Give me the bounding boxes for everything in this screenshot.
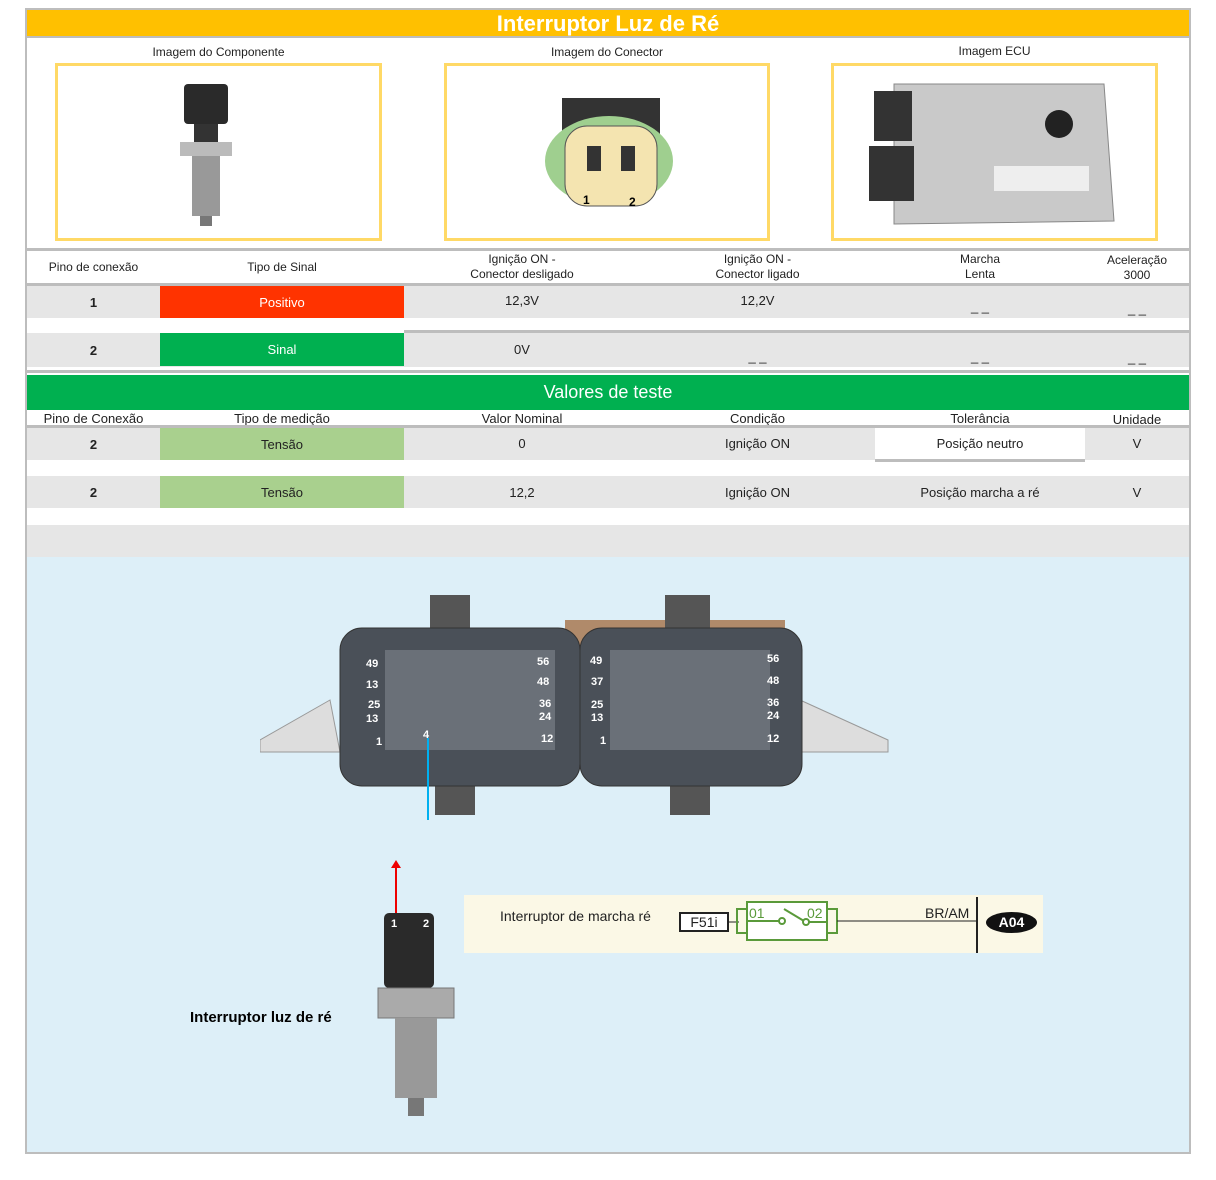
ign-off-value: 12,3V bbox=[505, 292, 539, 308]
nominal-value: 0 bbox=[518, 435, 526, 451]
ecu-pin-label: 12 bbox=[541, 733, 554, 745]
schematic-label: Interruptor de marcha ré bbox=[500, 908, 651, 924]
component-image bbox=[55, 63, 382, 241]
tolerance: Posição neutro bbox=[936, 435, 1024, 451]
condition: Ignição ON bbox=[724, 484, 791, 500]
switch-pin-1: 1 bbox=[391, 918, 398, 930]
connector-pin-2: 2 bbox=[629, 195, 636, 209]
ecu-pin-label: 1 bbox=[376, 736, 383, 748]
ecu-pin-label: 13 bbox=[591, 712, 604, 724]
ecu-pin-label: 1 bbox=[600, 735, 607, 747]
th-accel: Aceleração 3000 bbox=[1106, 253, 1168, 282]
ecu-pin-label: 48 bbox=[537, 676, 550, 688]
ecu-pin-label: 36 bbox=[539, 698, 552, 710]
condition: Ignição ON bbox=[724, 435, 791, 451]
ecu-pin-label: 56 bbox=[537, 656, 550, 668]
pin-cell: 2 bbox=[89, 436, 98, 452]
spacer-row bbox=[27, 525, 1189, 557]
switch-symbol bbox=[729, 897, 978, 953]
connector-photo: 1 2 bbox=[545, 98, 673, 209]
ecu-pin-label: 56 bbox=[767, 653, 780, 665]
component-label: Interruptor luz de ré bbox=[190, 1009, 332, 1026]
connector-pin-1: 1 bbox=[583, 193, 590, 207]
th-condition: Condição bbox=[730, 411, 785, 426]
ecu-pin-label: 37 bbox=[591, 676, 604, 688]
th-unit: Unidade bbox=[1112, 412, 1162, 427]
th-idle: Marcha Lenta bbox=[959, 252, 1000, 281]
ecu-pin-label: 36 bbox=[767, 697, 780, 709]
th-tolerance: Tolerância bbox=[950, 411, 1010, 426]
th-ign-on: Ignição ON - Conector ligado bbox=[715, 252, 800, 281]
accel-value: _ _ bbox=[1127, 300, 1147, 316]
ecu-image-label: Imagem ECU bbox=[958, 44, 1031, 58]
test-values-header: Valores de teste bbox=[27, 375, 1189, 410]
th-nominal: Valor Nominal bbox=[481, 411, 563, 426]
switch-pin-02: 02 bbox=[807, 905, 823, 921]
connector-image-label: Imagem do Conector bbox=[550, 45, 664, 59]
nominal-value: 12,2 bbox=[509, 484, 535, 500]
ecu-pin-label: 49 bbox=[590, 655, 603, 667]
ecu-pin-label: 49 bbox=[366, 658, 379, 670]
signal-type-positive: Positivo bbox=[160, 286, 404, 318]
ecu-pin-label: 13 bbox=[366, 713, 379, 725]
ecu-pin-label: 25 bbox=[591, 699, 604, 711]
connector-image: 1 2 bbox=[444, 63, 770, 241]
th-ign-off: Ignição ON - Conector desligado bbox=[470, 252, 574, 281]
ecu-pin-label: 12 bbox=[767, 733, 780, 745]
ecu-pin-label: 48 bbox=[767, 675, 780, 687]
ecu-pin-label: 25 bbox=[368, 699, 381, 711]
ecu-pin-label: 24 bbox=[767, 710, 780, 722]
switch-pin-2: 2 bbox=[423, 918, 430, 930]
ecu-connector-drawing bbox=[260, 595, 889, 820]
ign-on-value: 12,2V bbox=[740, 292, 775, 308]
measure-type: Tensão bbox=[160, 428, 404, 460]
idle-value: _ _ bbox=[970, 348, 990, 364]
accel-value: _ _ bbox=[1127, 349, 1147, 365]
ign-off-value: 0V bbox=[514, 341, 530, 357]
reverse-switch-drawing bbox=[377, 860, 455, 1116]
ecu-pin-label: 13 bbox=[366, 679, 379, 691]
page-frame bbox=[25, 8, 1191, 1154]
unit: V bbox=[1132, 435, 1142, 451]
tolerance: Posição marcha a ré bbox=[920, 484, 1040, 500]
ign-on-value: _ _ bbox=[748, 348, 767, 364]
switch-pin-01: 01 bbox=[749, 905, 765, 921]
pin-cell: 1 bbox=[89, 294, 98, 310]
schematic-ref: F51i bbox=[679, 912, 729, 932]
wire-color: BR/AM bbox=[925, 905, 970, 921]
signal-type-signal: Sinal bbox=[160, 333, 404, 366]
ecu-pin-4-marker: 4 bbox=[423, 729, 430, 741]
pin-cell: 2 bbox=[89, 342, 98, 358]
unit: V bbox=[1132, 484, 1142, 500]
component-image-label: Imagem do Componente bbox=[152, 45, 285, 59]
ecu-pin-badge: A04 bbox=[986, 912, 1037, 933]
ecu-image bbox=[831, 63, 1158, 241]
page-title: Interruptor Luz de Ré bbox=[27, 10, 1189, 38]
idle-value: _ _ bbox=[970, 298, 990, 314]
ecu-pin-label: 24 bbox=[539, 711, 552, 723]
ecu-photo bbox=[869, 83, 1115, 225]
pin-cell: 2 bbox=[89, 484, 98, 500]
th-signal-type: Tipo de Sinal bbox=[247, 259, 317, 274]
measure-type: Tensão bbox=[160, 476, 404, 508]
th-pin: Pino de conexão bbox=[48, 259, 139, 274]
th-pin2: Pino de Conexão bbox=[43, 411, 144, 426]
th-measure-type: Tipo de medição bbox=[234, 411, 330, 426]
switch-photo bbox=[180, 84, 232, 226]
